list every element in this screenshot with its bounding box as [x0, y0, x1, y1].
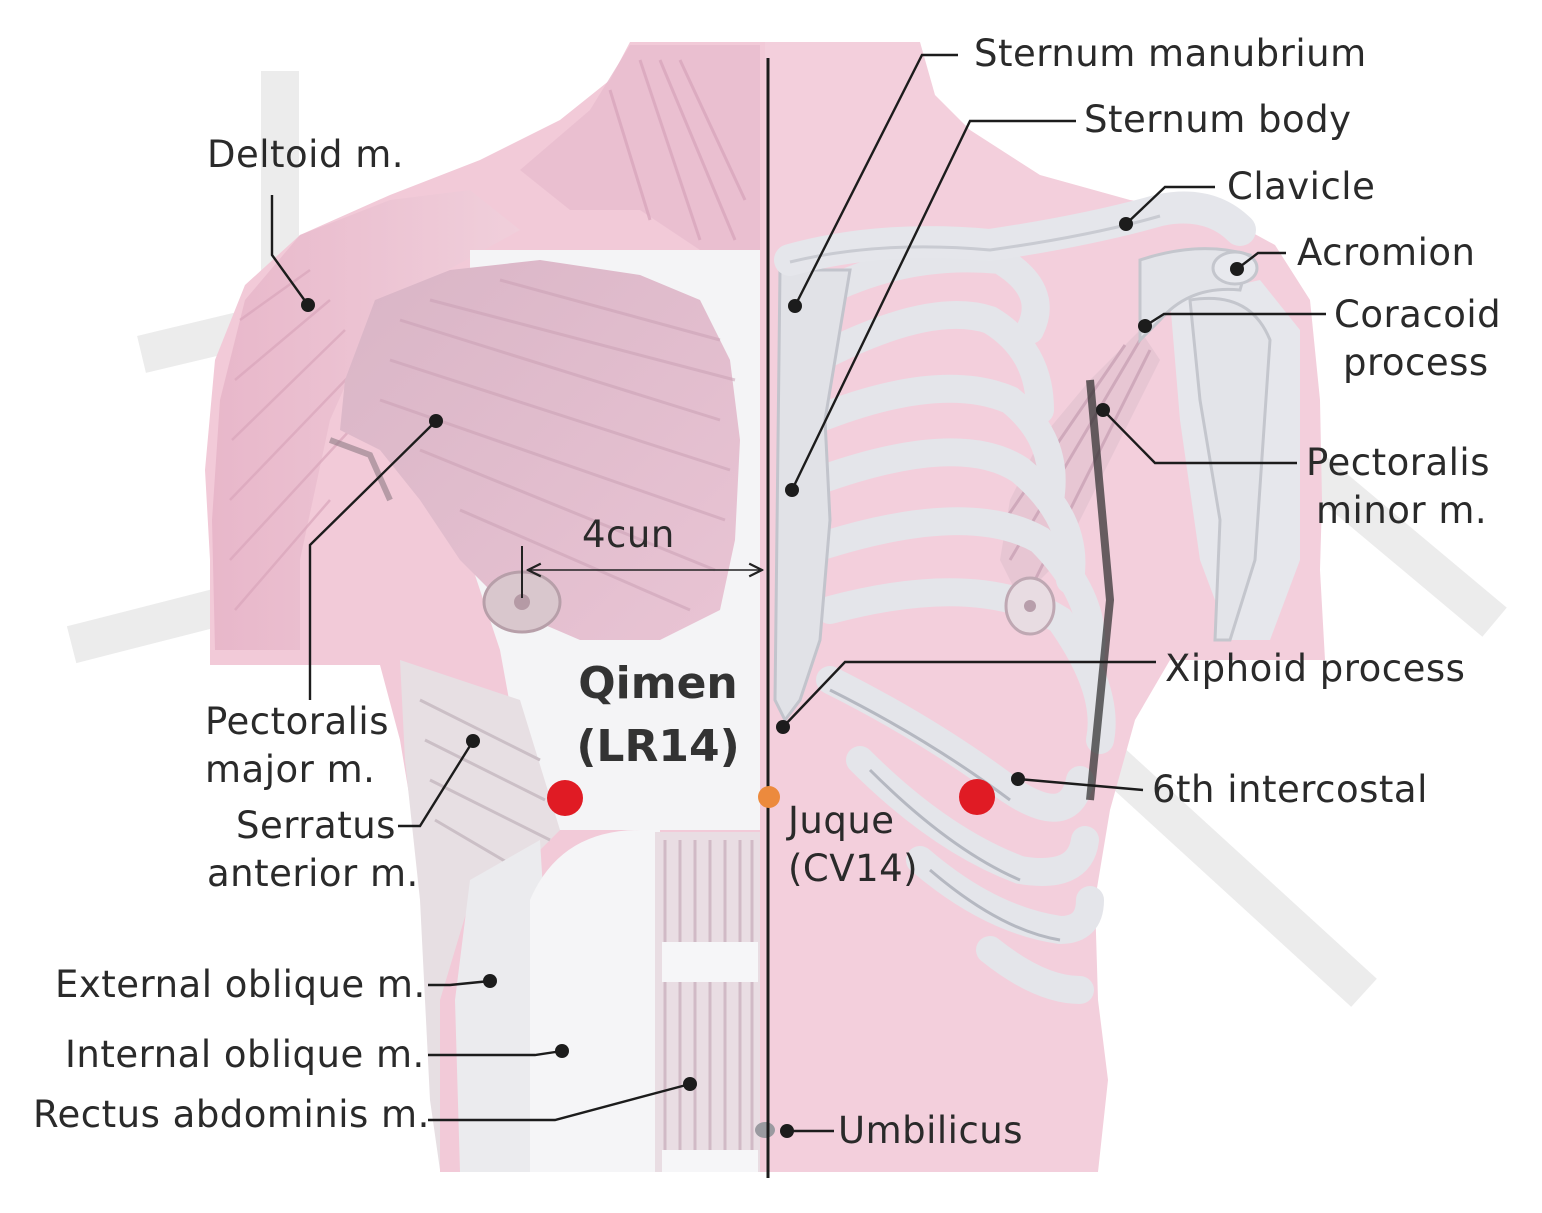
label-internal-oblique: Internal oblique m.: [65, 1033, 425, 1076]
label-juque-line1: Juque: [788, 799, 895, 842]
label-serratus-line1: Serratus: [236, 804, 396, 847]
label-coracoid-line1: Coracoid: [1334, 293, 1502, 336]
label-pec-minor-line1: Pectoralis: [1306, 441, 1490, 484]
distance-indicator: [521, 546, 762, 598]
acupoint-code: (LR14): [576, 721, 740, 772]
label-acromion: Acromion: [1297, 231, 1476, 274]
qimen-point-left: [547, 780, 583, 816]
right-skeleton: [773, 191, 1300, 1004]
leader-dots: [301, 217, 1244, 1138]
label-pec-major-line1: Pectoralis: [205, 700, 389, 743]
label-external-oblique: External oblique m.: [55, 963, 426, 1006]
label-rectus-abdominis: Rectus abdominis m.: [33, 1093, 430, 1136]
label-coracoid-line2: process: [1343, 341, 1489, 384]
label-pec-minor-line2: minor m.: [1316, 489, 1488, 532]
label-juque-line2: (CV14): [788, 847, 919, 890]
label-serratus-line2: anterior m.: [207, 852, 419, 895]
label-umbilicus: Umbilicus: [838, 1109, 1024, 1152]
left-muscles: [212, 45, 775, 1172]
label-sternum-body: Sternum body: [1084, 98, 1352, 141]
acupoint-name: Qimen: [578, 658, 738, 709]
label-sternum-manubrium: Sternum manubrium: [974, 32, 1367, 75]
label-pec-major-line2: major m.: [205, 748, 376, 791]
label-clavicle: Clavicle: [1227, 165, 1376, 208]
label-xiphoid: Xiphoid process: [1165, 647, 1466, 690]
leader-lines: [270, 53, 1326, 1133]
label-intercostal: 6th intercostal: [1152, 768, 1428, 811]
juque-point: [758, 786, 780, 808]
qimen-point-right: [959, 779, 995, 815]
label-distance: 4cun: [582, 513, 675, 556]
label-deltoid: Deltoid m.: [207, 133, 405, 176]
